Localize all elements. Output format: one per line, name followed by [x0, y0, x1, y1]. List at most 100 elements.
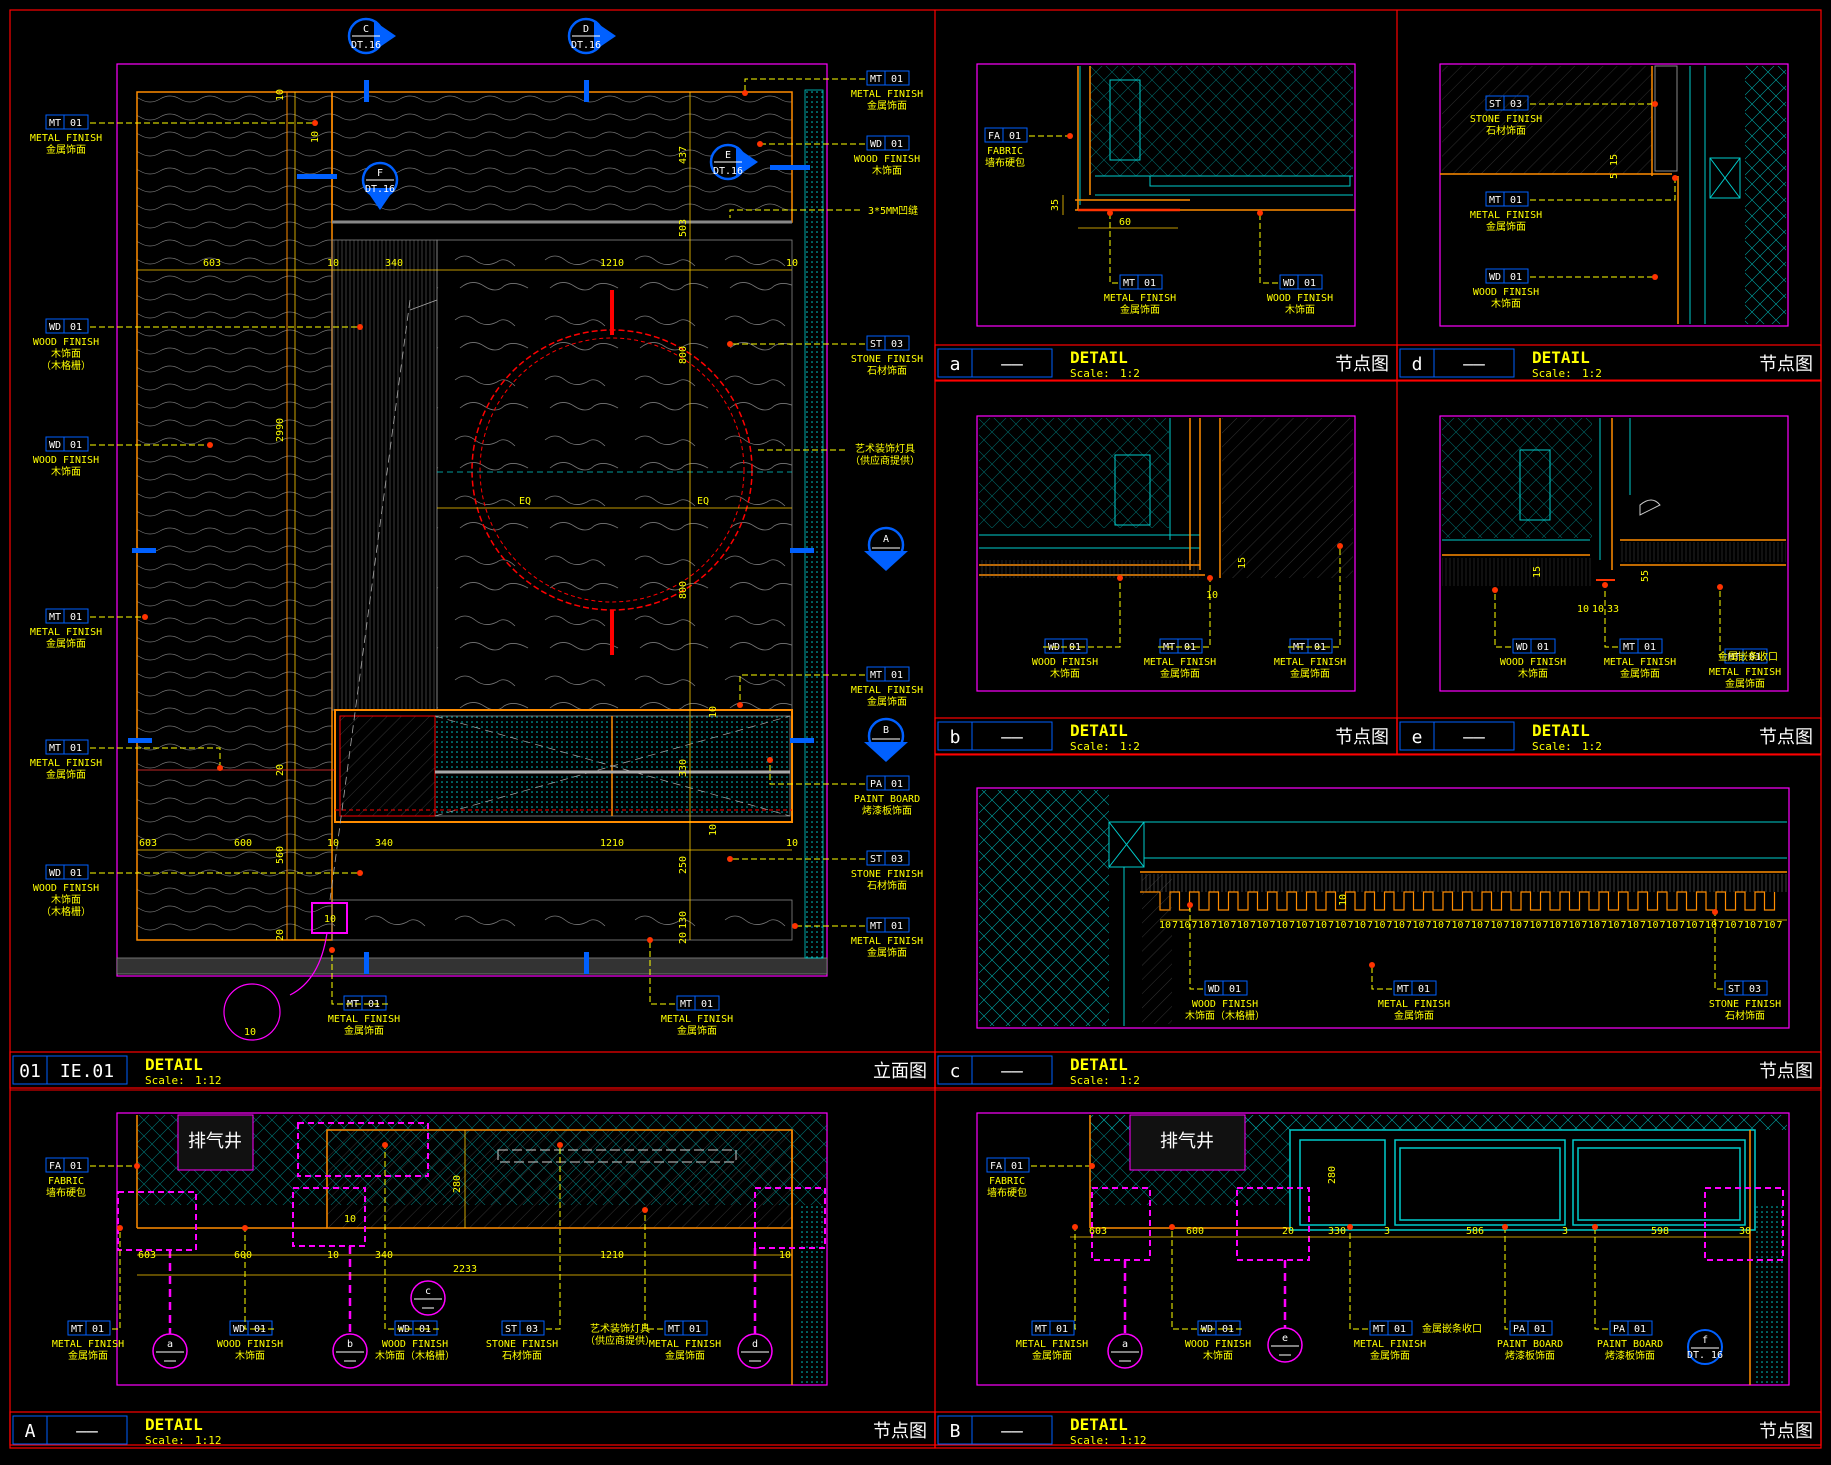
callout-en: METAL FINISH: [52, 1339, 124, 1350]
plan-a-dim: 1210: [600, 1250, 624, 1261]
marker-letter: C: [363, 24, 369, 35]
callout-cn2: （木格栅）: [41, 905, 91, 918]
plan-a-dim: 2233: [453, 1264, 477, 1275]
detail-c-dim: 10: [1568, 920, 1580, 931]
callout-number: 01: [1229, 984, 1241, 995]
detail-c-dim: 7: [1386, 920, 1392, 931]
plan-B: [976, 1112, 1790, 1386]
callout-cn: 墙布硬包: [987, 1186, 1027, 1199]
callout-en: METAL FINISH: [30, 133, 102, 144]
title-block-scale: 1:2: [1582, 367, 1602, 380]
elev-dim-top: 1210: [600, 258, 624, 269]
marker-sheet: DT.16: [351, 40, 381, 51]
note-metal-strip-plan: 金属嵌条收口: [1422, 1322, 1482, 1335]
detail-marker-a: a: [1107, 1333, 1143, 1369]
plan-a-dim: 10: [779, 1250, 791, 1261]
callout-number: 03: [1749, 984, 1761, 995]
detail-c-dim: 7: [1308, 920, 1314, 931]
detail-a-dim: 35: [1050, 199, 1061, 211]
callout-en: METAL FINISH: [1709, 667, 1781, 678]
callout-cn: 金属饰面: [1486, 220, 1526, 233]
note-groove: 3*5MM凹缝: [868, 204, 918, 217]
plan-b-dim: 20: [1282, 1226, 1294, 1237]
detail-d: [1439, 63, 1789, 327]
callout-en: METAL FINISH: [1274, 657, 1346, 668]
detail-c-dim: 10: [1334, 920, 1346, 931]
title-block-scale-label: Scale:: [1070, 1074, 1110, 1087]
callout-number: 01: [891, 139, 903, 150]
detail-marker-b: b: [332, 1333, 368, 1369]
callout-cn: 金属饰面: [68, 1349, 108, 1362]
callout-number: 01: [70, 1161, 82, 1172]
callout-cn: 金属饰面: [46, 637, 86, 650]
callout-en: FABRIC: [989, 1176, 1025, 1187]
title-block-scale-label: Scale:: [145, 1434, 185, 1447]
callout-en: WOOD FINISH: [1185, 1339, 1251, 1350]
callout-cn: 金属饰面: [867, 695, 907, 708]
elev-dim-top: 10: [327, 258, 339, 269]
callout-code: ST: [505, 1324, 517, 1335]
title-block-scale: 1:12: [195, 1434, 222, 1447]
shaft-label-A: 排气井: [188, 1131, 242, 1152]
marker-letter: c: [425, 1286, 431, 1297]
detail-c-dim: 10: [1217, 920, 1229, 931]
callout-en: METAL FINISH: [1378, 999, 1450, 1010]
callout-cn: 木饰面: [1285, 303, 1315, 316]
elev-dim-bottom: 10: [327, 838, 339, 849]
callout-code: ST: [1489, 99, 1501, 110]
callout-number: 01: [1304, 278, 1316, 289]
marker-letter: d: [752, 1339, 758, 1350]
callout-cn: 墙布硬包: [46, 1186, 86, 1199]
title-block-id: a: [950, 354, 961, 375]
plan-a-dim-depth: 280: [452, 1175, 463, 1193]
callout-en: WOOD FINISH: [1267, 293, 1333, 304]
callout-cn: 金属饰面: [1394, 1009, 1434, 1022]
title-block-id: c: [950, 1061, 961, 1082]
plan-b-dim: 3: [1384, 1226, 1390, 1237]
callout-en: METAL FINISH: [1016, 1339, 1088, 1350]
title-block-cn: 节点图: [873, 1421, 927, 1442]
callout-code: MT: [870, 74, 882, 85]
callout-code: MT: [1035, 1324, 1047, 1335]
detail-d-dim: 15: [1609, 154, 1620, 166]
callout-code: WD: [1208, 984, 1220, 995]
callout-code: FA: [49, 1161, 61, 1172]
detail-marker-f: fDT. 16: [1687, 1329, 1723, 1365]
circle-eq: EQ: [519, 496, 531, 507]
callout-number: 01: [70, 868, 82, 879]
plan-a-dim: 10: [327, 1250, 339, 1261]
detail-c-dim: 10: [1705, 920, 1717, 931]
title-block-scale: 1:2: [1582, 740, 1602, 753]
detail-c-dim: 7: [1620, 920, 1626, 931]
title-block-code: ——: [1001, 727, 1023, 748]
section-marker-d: DDT.16: [567, 17, 616, 55]
detail-c-dim: 7: [1523, 920, 1529, 931]
title-block-id: A: [25, 1421, 36, 1442]
elev-dim-bottom: 10: [786, 838, 798, 849]
callout-en: METAL FINISH: [1470, 210, 1542, 221]
callout-en: STONE FINISH: [1709, 999, 1781, 1010]
marker-letter: a: [1122, 1339, 1128, 1350]
title-block-scale: 1:12: [195, 1074, 222, 1087]
callout-code: PA: [1613, 1324, 1625, 1335]
callout-cn: 石材饰面: [502, 1349, 542, 1362]
title-block-id: 01: [19, 1061, 41, 1082]
callout-number: 01: [1537, 642, 1549, 653]
detail-c-dim: 7: [1269, 920, 1275, 931]
callout-cn: 木饰面: [1203, 1349, 1233, 1362]
callout-en: WOOD FINISH: [1500, 657, 1566, 668]
title-block-title: DETAIL: [1070, 721, 1128, 740]
callout-number: 03: [526, 1324, 538, 1335]
callout-code: MT: [1123, 278, 1135, 289]
note-art-lamp: 艺术装饰灯具: [855, 442, 915, 455]
callout-cn: 金属饰面: [1290, 667, 1330, 680]
callout-code: WD: [233, 1324, 245, 1335]
